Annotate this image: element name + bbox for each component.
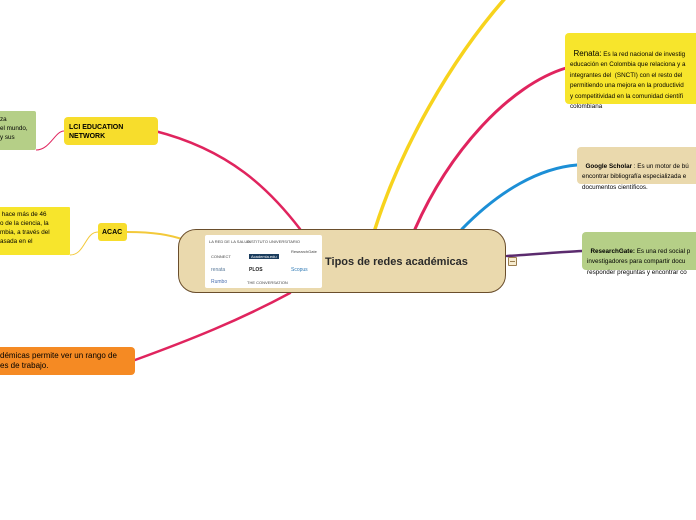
scholar-desc: Google Scholar : Es un motor de bú encon… xyxy=(582,151,696,193)
lci-desc-text: za el mundo, y sus xyxy=(0,116,28,141)
acac-desc-box[interactable] xyxy=(0,207,70,255)
lci-label: LCI EDUCATION NETWORK xyxy=(69,124,124,140)
branch-bottom xyxy=(133,291,292,362)
branch-lci xyxy=(153,129,302,231)
renata-title: Renata: xyxy=(573,48,602,58)
central-topic[interactable]: LA RED DE LA SALUD INSTITUTO UNIVERSITAR… xyxy=(178,229,506,293)
branch-scholar xyxy=(460,163,579,231)
logo-3: ResearchGate xyxy=(291,249,317,254)
logo-10: THE CONVERSATION xyxy=(247,280,288,285)
logo-2: INSTITUTO UNIVERSITARIO xyxy=(247,239,300,244)
logo-5: Academia.edu xyxy=(249,254,279,259)
acac-node[interactable] xyxy=(98,223,127,241)
renata-desc-box[interactable] xyxy=(565,33,696,104)
logo-8: Scopus xyxy=(291,267,308,273)
scholar-title: Google Scholar xyxy=(585,162,633,170)
renata-body: Es la red nacional de investig educación… xyxy=(570,50,686,111)
lci-desc-box[interactable] xyxy=(0,111,36,150)
scholar-body: : Es un motor de bú encontrar bibliograf… xyxy=(582,162,689,191)
central-title: Tipos de redes académicas xyxy=(325,256,468,268)
note-icon[interactable] xyxy=(508,257,517,266)
branch-researchgate xyxy=(505,249,584,258)
acac-label: ACAC xyxy=(102,229,123,236)
acac-desc-text: hace más de 46 o de la ciencia, la mbia,… xyxy=(0,211,50,245)
branch-lci-desc xyxy=(35,130,65,151)
branch-top-yellow xyxy=(373,0,506,231)
lci-node[interactable] xyxy=(64,117,158,145)
researchgate-desc: ResearchGate: Es una red social p invest… xyxy=(587,236,696,278)
logo-4: CONNECT xyxy=(211,254,231,259)
renata-desc: Renata: Es la red nacional de investig e… xyxy=(570,38,696,113)
branch-acac-desc xyxy=(69,231,99,256)
researchgate-body: Es una red social p investigadores para … xyxy=(587,247,691,276)
logo-1: LA RED DE LA SALUD xyxy=(209,239,251,244)
logo-9: Rumbo xyxy=(211,279,228,285)
branch-renata xyxy=(413,66,568,231)
researchgate-title: ResearchGate: xyxy=(590,247,635,255)
bottom-desc-box[interactable] xyxy=(0,347,135,375)
scholar-desc-box[interactable] xyxy=(577,147,696,184)
branch-acac xyxy=(126,231,186,241)
logo-7: PLOS xyxy=(249,267,263,273)
researchgate-desc-box[interactable] xyxy=(582,232,696,270)
bottom-desc-text: démicas permite ver un rango de es de tr… xyxy=(0,351,117,370)
logos-image: LA RED DE LA SALUD INSTITUTO UNIVERSITAR… xyxy=(205,235,322,288)
logo-6: renata xyxy=(211,267,226,273)
